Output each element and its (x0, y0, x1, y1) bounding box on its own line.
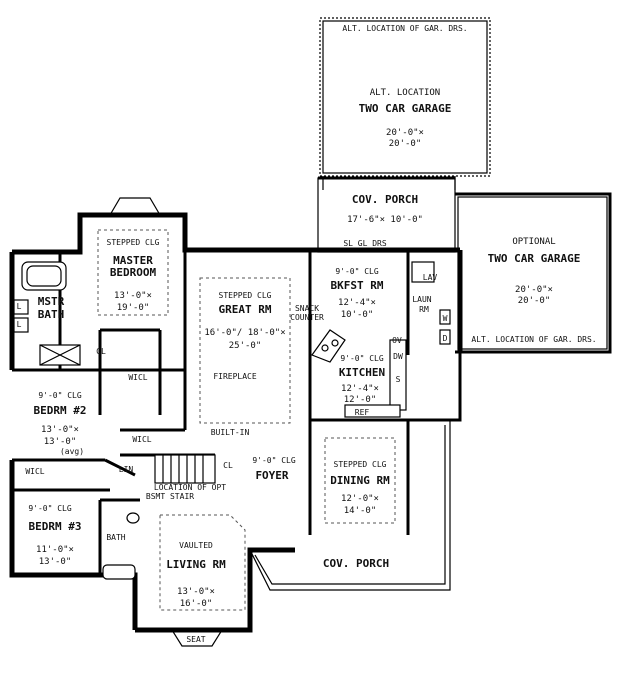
master-name-2: BEDROOM (110, 266, 157, 279)
dishwasher-label: DW (393, 352, 403, 361)
foyer-ceiling-label: 9'-0" CLG (252, 456, 296, 465)
living-room-name: LIVING RM (166, 558, 226, 571)
bedroom3-ceiling-label: 9'-0" CLG (28, 504, 72, 513)
great-ceiling-label: STEPPED CLG (219, 291, 272, 300)
optional-garage-name: TWO CAR GARAGE (488, 252, 581, 265)
dining-room-name: DINING RM (330, 474, 390, 487)
linen-l1: L (17, 302, 22, 311)
master-bath-name-1: MSTR (38, 295, 65, 308)
bedroom2-dim-1: 13'-0"× (41, 425, 79, 435)
ceiling-outlines (97, 229, 396, 611)
bedroom3-dim-1: 11'-0"× (36, 545, 74, 555)
bedroom2-name: BEDRM #2 (34, 404, 87, 417)
master-dim-1: 13'-0"× (114, 291, 152, 301)
laundry-label-2: RM (419, 305, 429, 314)
alt-garage-doors-top-label: ALT. LOCATION OF GAR. DRS. (342, 24, 467, 33)
snack-counter-label-2: COUNTER (290, 313, 324, 322)
stair (154, 454, 216, 484)
great-room-dim-1: 16'-0"/ 18'-0"× (204, 328, 285, 338)
master-closet-label: CL (96, 347, 106, 356)
alt-garage-dim-2: 20'-0" (389, 139, 422, 149)
bay-windows (109, 197, 223, 647)
sink-label: S (396, 375, 401, 384)
room-labels: ALT. LOCATION OF GAR. DRS. ALT. LOCATION… (17, 24, 597, 644)
master-name-1: MASTER (113, 254, 153, 267)
great-room-dim-2: 25'-0" (229, 341, 262, 351)
kitchen-ceiling-label: 9'-0" CLG (340, 354, 384, 363)
optional-garage (455, 192, 612, 354)
oven-label: OV (392, 336, 402, 345)
living-room-dim-1: 13'-0"× (177, 587, 215, 597)
foyer-closet-label: CL (223, 461, 233, 470)
master-dim-2: 19'-0" (117, 303, 150, 313)
dryer-label: D (443, 334, 448, 343)
upper-porch-dim: 17'-6"× 10'-0" (347, 215, 423, 225)
bedroom2-ceiling-label: 9'-0" CLG (38, 391, 82, 400)
dining-ceiling-label: STEPPED CLG (334, 460, 387, 469)
kitchen-counters (311, 329, 407, 418)
refrigerator-label: REF (355, 408, 370, 417)
master-bath-name-2: BATH (38, 308, 65, 321)
snack-counter-label-1: SNACK (295, 304, 319, 313)
living-ceiling-label: VAULTED (179, 541, 213, 550)
bedroom3-wicl-label: WICL (25, 467, 44, 476)
optional-label: OPTIONAL (512, 237, 555, 247)
alt-location-label: ALT. LOCATION (370, 88, 440, 98)
bath-fixtures (13, 261, 451, 580)
master-wicl-label: WICL (128, 373, 147, 382)
dining-room-dim-2: 14'-0" (344, 506, 377, 516)
built-in-label: BUILT-IN (211, 428, 250, 437)
bedroom2-avg-label: (avg) (60, 447, 84, 456)
bedroom3-name: BEDRM #3 (29, 520, 82, 533)
living-room-dim-2: 16'-0" (180, 599, 213, 609)
bedroom2-dim-2: 13'-0" (44, 437, 77, 447)
breakfast-dim-1: 12'-4"× (338, 298, 376, 308)
optional-garage-dim-1: 20'-0"× (515, 285, 553, 295)
linen-closet-label: LIN (119, 465, 134, 474)
optional-garage-dim-2: 20'-0" (518, 296, 551, 306)
master-ceiling-label: STEPPED CLG (107, 238, 160, 247)
front-porch (249, 420, 451, 591)
alt-garage-name: TWO CAR GARAGE (359, 102, 452, 115)
foyer-name: FOYER (255, 469, 288, 482)
breakfast-dim-2: 10'-0" (341, 310, 374, 320)
breakfast-name: BKFST RM (331, 279, 384, 292)
linen-l2: L (17, 320, 22, 329)
interior-walls (12, 250, 410, 575)
basement-stair-label-2: BSMT STAIR (146, 492, 194, 501)
breakfast-ceiling-label: 9'-0" CLG (335, 267, 379, 276)
washer-label: W (443, 314, 448, 323)
upper-porch-name: COV. PORCH (352, 193, 418, 206)
dining-room-dim-1: 12'-0"× (341, 494, 379, 504)
front-porch-name: COV. PORCH (323, 557, 389, 570)
basement-stair-label-1: LOCATION OF OPT (154, 483, 226, 492)
alt-garage-doors-right-label: ALT. LOCATION OF GAR. DRS. (471, 335, 596, 344)
kitchen-name: KITCHEN (339, 366, 385, 379)
exterior-walls (9, 212, 463, 633)
great-room-name: GREAT RM (219, 303, 272, 316)
kitchen-dim-1: 12'-4"× (341, 384, 379, 394)
bath-label: BATH (106, 533, 125, 542)
alt-garage-dim-1: 20'-0"× (386, 128, 424, 138)
laundry-label-1: LAUN (412, 295, 431, 304)
fireplace-label: FIREPLACE (213, 372, 257, 381)
bedroom3-dim-2: 13'-0" (39, 557, 72, 567)
lav-label: LAV (423, 273, 438, 282)
sliding-glass-doors-label: SL GL DRS (343, 239, 387, 248)
seat-label: SEAT (186, 635, 205, 644)
kitchen-dim-2: 12'-0" (344, 395, 377, 405)
bedroom2-wicl-label: WICL (132, 435, 151, 444)
